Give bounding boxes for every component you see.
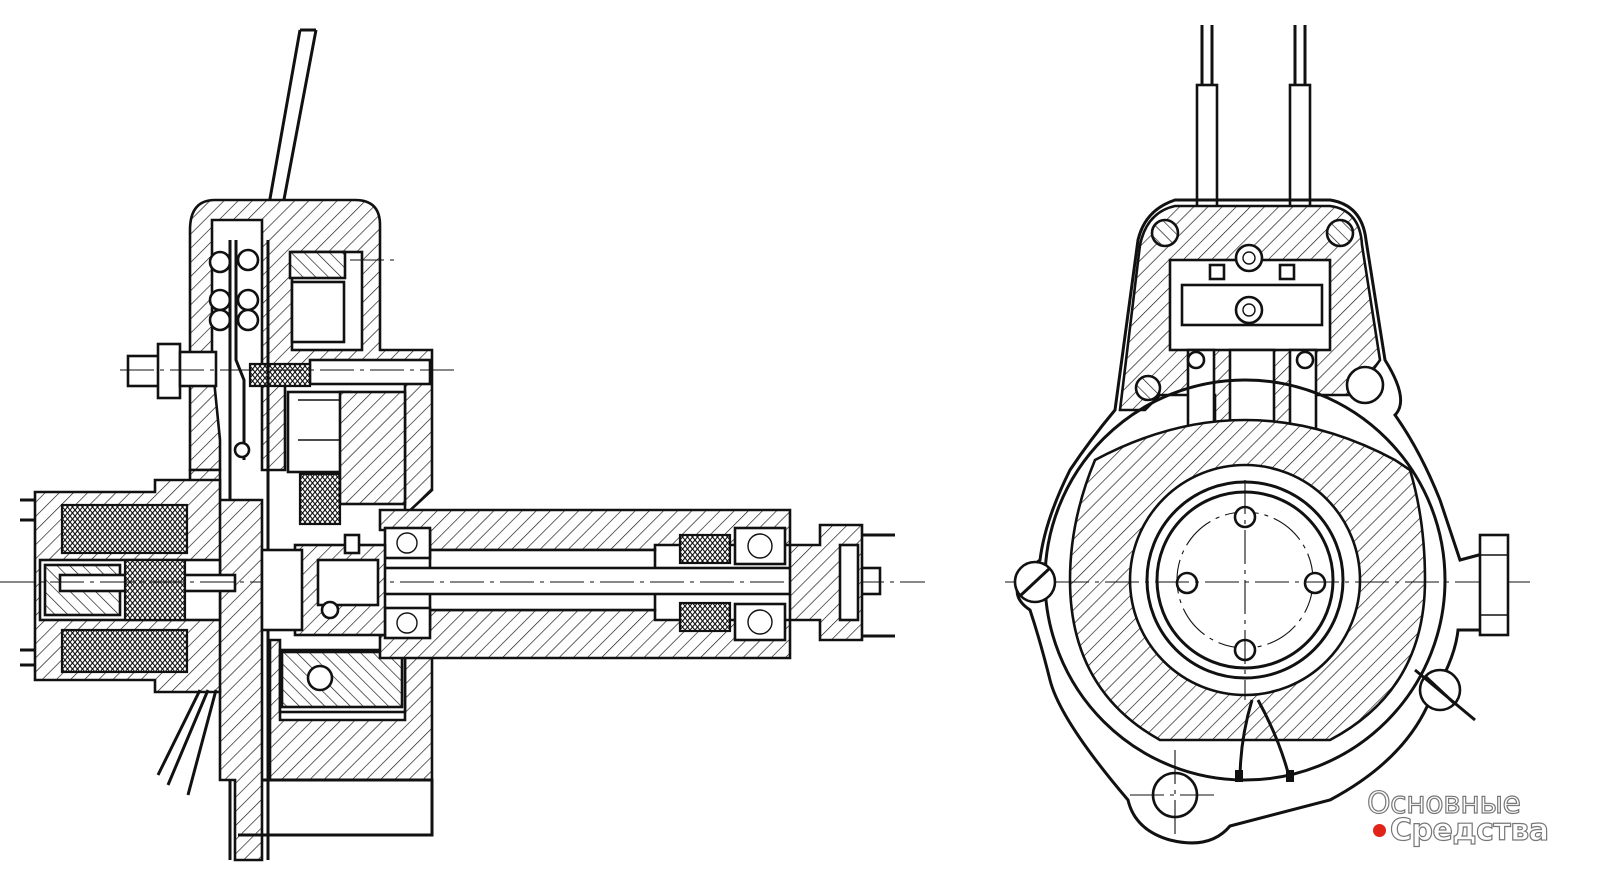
- nut-top: [1234, 243, 1264, 273]
- solenoid-coil-bottom: [60, 628, 189, 674]
- section-view: К: [0, 28, 925, 862]
- watermark-line2: Средства: [1389, 812, 1549, 848]
- upper-housing: [188, 198, 434, 518]
- watermark-dot: [1373, 824, 1386, 837]
- top-wires: [1200, 25, 1307, 100]
- nut-bottom: [1234, 295, 1264, 325]
- housing-bolts: [208, 248, 260, 332]
- solenoid-coil-top: [60, 503, 189, 555]
- bearings: [383, 526, 787, 642]
- return-spring: [123, 558, 187, 622]
- top-cable: [266, 29, 318, 211]
- seal-bottom: [678, 601, 732, 633]
- piston-spring: [298, 472, 342, 526]
- mounting-holes: [1134, 218, 1385, 405]
- watermark-line1: Основные: [1366, 785, 1521, 821]
- solenoid-wires: [156, 689, 218, 796]
- end-view: [1005, 25, 1530, 845]
- flange-holes: [1175, 505, 1327, 662]
- side-plug: [1478, 533, 1510, 637]
- seal-top: [678, 533, 732, 565]
